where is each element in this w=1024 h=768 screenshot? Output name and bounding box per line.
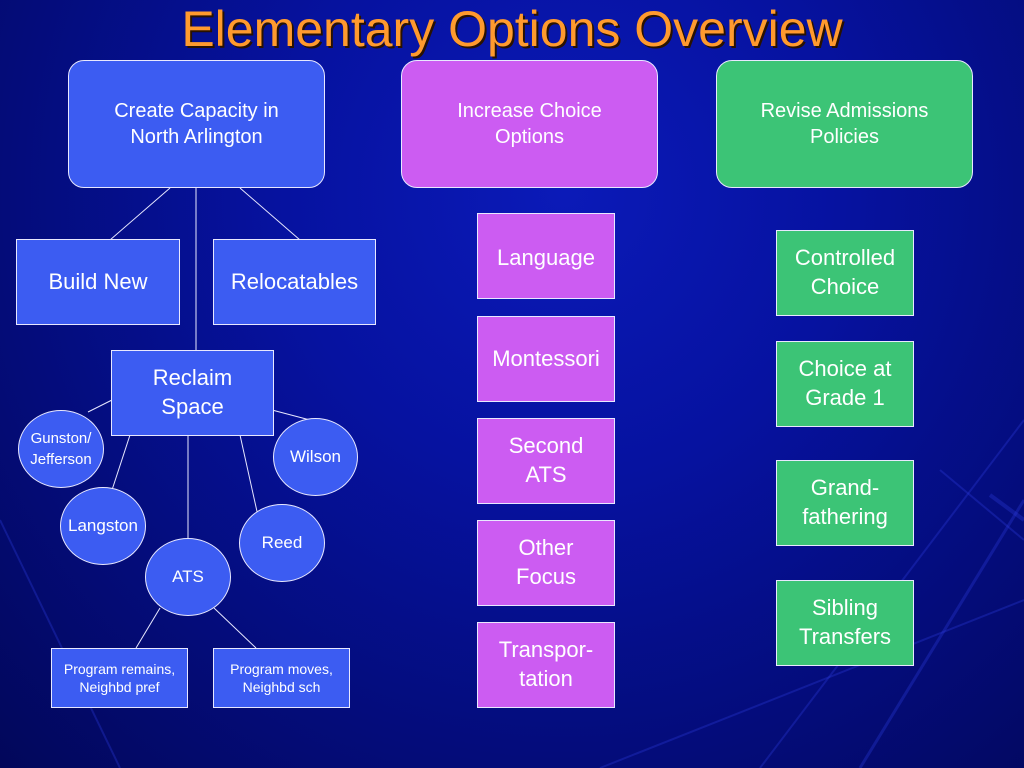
box-montessori: Montessori [477,316,615,402]
circle-gunston-jefferson: Gunston/Jefferson [18,410,104,488]
box-grandfathering: Grand-fathering [776,460,914,546]
page-title: Elementary Options Overview [181,1,843,57]
line-reclaim-reed [239,434,259,517]
box-transportation: Transpor-tation [477,622,615,708]
box-language: Language [477,213,615,299]
line-reclaim-gunston [87,399,113,413]
box-relocatables: Relocatables [213,239,376,325]
box-program-remains: Program remains,Neighbd pref [51,648,188,708]
line-ats-remains [135,607,161,649]
circle-reed: Reed [239,504,325,582]
box-build-new: Build New [16,239,180,325]
line-capacity-relocatables [239,187,301,241]
box-program-moves: Program moves,Neighbd sch [213,648,350,708]
circle-wilson: Wilson [273,418,358,496]
line-capacity-buildnew [109,187,171,241]
circle-ats: ATS [145,538,231,616]
circle-langston: Langston [60,487,146,565]
line-ats-moves [213,607,257,649]
line-reclaim-langston [111,434,131,491]
